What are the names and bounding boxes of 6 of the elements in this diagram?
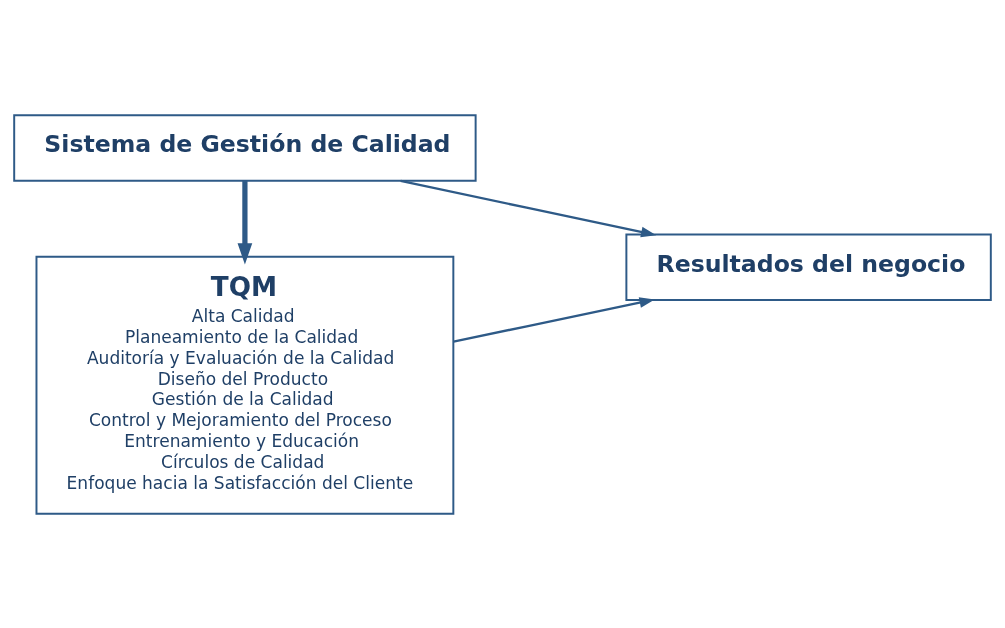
arrow [453,296,655,343]
arrow [400,179,657,237]
node-box: Sistema de Gestión de Calidad [13,113,477,182]
node-box: TQM Alta Calidad Planeamiento de la Calidad Auditoría y Evaluación de la Calidad Diseño del Producto Gestión de la Calidad Control y Mejoramiento del Proceso Entrenamiento y Educación Círculos de Calidad Enfoque hacia la Satisfacción del Cliente [35,255,455,515]
arrow [237,180,253,264]
node-box: Resultados del negocio [625,233,992,301]
